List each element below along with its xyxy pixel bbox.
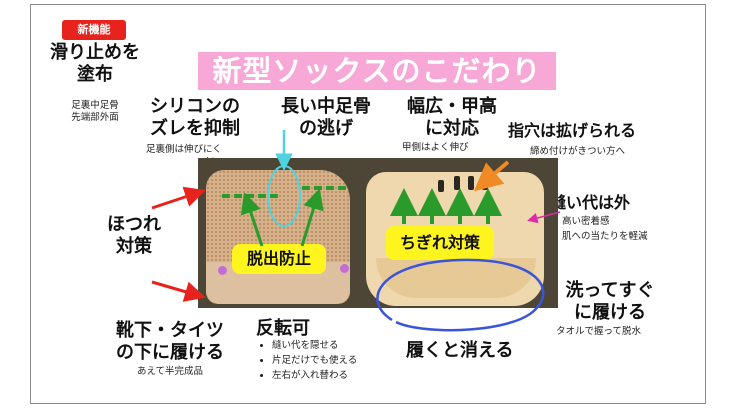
anti-slip-note: 足裏中足骨 先端部外面 — [50, 100, 140, 124]
dot-left — [218, 266, 227, 275]
shoes-note: あえて半完成品 — [136, 366, 204, 377]
anti-slip-sub1: 足裏中足骨 — [71, 100, 119, 111]
seam-list: 高い密着感 肌への当たりを軽減 — [548, 214, 648, 244]
seam-item: 高い密着感 — [562, 214, 648, 229]
reversible-item: 縫い代を隠せる — [272, 338, 357, 353]
orange-arrow — [473, 160, 510, 192]
toe-hole-1 — [438, 180, 444, 192]
shoes-line2: の下に履ける — [116, 342, 224, 363]
anti-slip-sub2: 先端部外面 — [71, 112, 119, 123]
vanish-heading: 履くと消える — [406, 340, 514, 361]
dot-right — [340, 264, 349, 273]
anti-slip-line2: 塗布 — [77, 64, 113, 85]
reversible-item: 左右が入れ替わる — [272, 368, 357, 383]
toe-heading: 指穴は拡げられる — [508, 121, 637, 140]
reversible-item: 片足だけでも使える — [272, 353, 357, 368]
red-arrow-lower — [151, 280, 206, 302]
wash-line2: に履ける — [574, 302, 646, 323]
wide-line1: 幅広・甲高 — [407, 96, 497, 117]
toe-hole-3 — [468, 176, 474, 190]
wash-line1: 洗ってすぐ — [565, 280, 655, 301]
toe-hole-2 — [454, 176, 460, 190]
fray-heading: ほつれ 対策 — [94, 214, 174, 258]
new-feature-badge: 新機能 — [62, 20, 126, 40]
silicone-heading: シリコンの ズレを抑制 — [150, 96, 240, 140]
toe-note: 締め付けがきつい方へ — [530, 146, 626, 157]
wide-line2: に対応 — [425, 118, 479, 139]
reversible-list: 縫い代を隠せる 片足だけでも使える 左右が入れ替わる — [258, 338, 357, 383]
silicone-sub1: 足裏側は伸びにく — [146, 144, 222, 155]
seam-item: 肌への当たりを軽減 — [562, 229, 648, 244]
anti-slip-heading: 滑り止めを 塗布 — [36, 42, 154, 86]
red-arrow-upper — [151, 186, 206, 210]
green-arrows-left — [240, 188, 324, 247]
silicone-line2: ズレを抑制 — [150, 118, 240, 139]
anti-slip-line1: 滑り止めを — [50, 42, 140, 63]
shoes-line1: 靴下・タイツ — [116, 320, 224, 341]
wide-heading: 幅広・甲高 に対応 — [396, 96, 508, 140]
blue-circle — [376, 258, 545, 332]
magenta-arrow — [527, 211, 561, 224]
seam-heading: 縫い代は外 — [550, 193, 631, 212]
fray-line2: 対策 — [116, 236, 152, 257]
cyan-circle — [267, 165, 301, 227]
metatarsal-heading: 長い中足骨 の逃げ — [270, 96, 382, 140]
shoes-heading: 靴下・タイツ の下に履ける — [102, 320, 238, 364]
reversible-heading: 反転可 — [256, 318, 310, 339]
fray-line1: ほつれ — [107, 214, 161, 235]
green-arrows-right — [390, 188, 502, 224]
silicone-line1: シリコンの — [150, 96, 240, 117]
wash-heading: 洗ってすぐ に履ける — [548, 280, 672, 324]
slip-out-label: 脱出防止 — [232, 244, 326, 274]
slide-frame — [30, 4, 706, 404]
tear-label: ちぎれ対策 — [386, 226, 494, 260]
green-dash-right — [302, 186, 346, 190]
page-title: 新型ソックスのこだわり — [198, 52, 556, 90]
metatarsal-line2: の逃げ — [299, 118, 353, 139]
wide-note: 甲側はよく伸び — [402, 142, 469, 153]
metatarsal-line1: 長い中足骨 — [281, 96, 371, 117]
wash-note: タオルで握って脱水 — [556, 326, 642, 337]
